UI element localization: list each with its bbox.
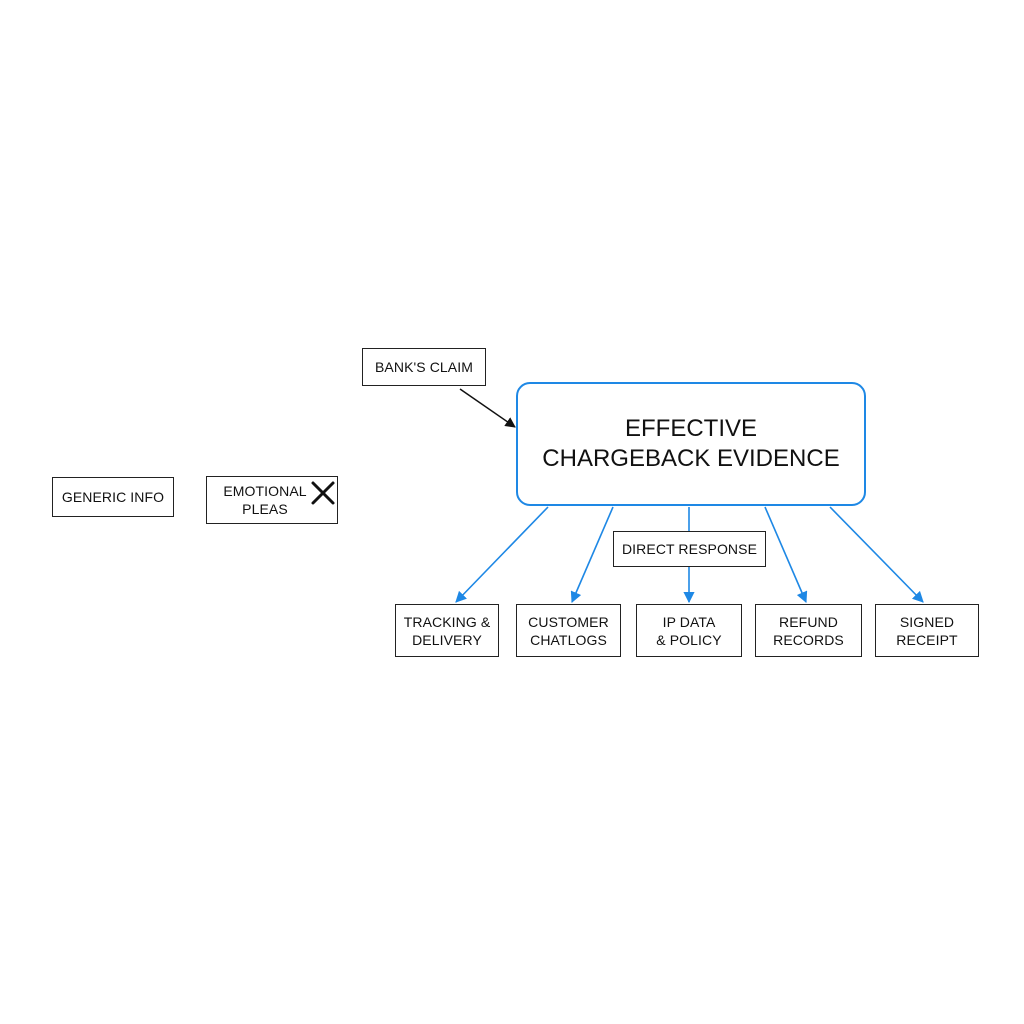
evidence-line1: REFUND [779, 613, 838, 630]
evidence-line1: CUSTOMER [528, 613, 609, 630]
evidence-box-ip-data: IP DATA & POLICY [636, 604, 742, 657]
arrow-to-tracking [455, 506, 549, 603]
evidence-box-tracking: TRACKING & DELIVERY [395, 604, 499, 657]
evidence-line2: & POLICY [656, 631, 722, 648]
evidence-line1: TRACKING & [403, 613, 491, 630]
evidence-box-refund: REFUND RECORDS [755, 604, 862, 657]
evidence-line2: RECORDS [773, 631, 844, 648]
arrow-bank-claim-to-center [459, 388, 516, 428]
x-mark-icon [311, 481, 335, 505]
evidence-box-receipt: SIGNED RECEIPT [875, 604, 979, 657]
emotional-pleas-box: EMOTIONAL PLEAS [206, 476, 338, 524]
arrow-to-chatlogs [570, 506, 614, 604]
evidence-line2: CHATLOGS [530, 631, 607, 648]
evidence-line1: IP DATA [662, 613, 716, 630]
arrow-to-refund [764, 506, 808, 604]
evidence-box-chatlogs: CUSTOMER CHATLOGS [516, 604, 621, 657]
bank-claim-label: BANK'S CLAIM [374, 359, 473, 375]
central-title-line2: CHARGEBACK EVIDENCE [542, 445, 840, 472]
emotional-pleas-line2: PLEAS [242, 501, 288, 517]
emotional-pleas-line1: EMOTIONAL [223, 483, 307, 499]
evidence-line2: RECEIPT [896, 631, 958, 648]
generic-info-box: GENERIC INFO [52, 477, 174, 517]
evidence-line2: DELIVERY [412, 631, 482, 648]
evidence-line1: SIGNED [899, 613, 955, 630]
central-evidence-node: EFFECTIVE CHARGEBACK EVIDENCE [516, 382, 866, 506]
direct-response-box: DIRECT RESPONSE [613, 531, 766, 567]
arrow-to-receipt [829, 506, 924, 603]
central-title-line1: EFFECTIVE [624, 415, 757, 442]
direct-response-label: DIRECT RESPONSE [621, 541, 758, 557]
generic-info-label: GENERIC INFO [61, 489, 165, 505]
bank-claim-box: BANK'S CLAIM [362, 348, 486, 386]
